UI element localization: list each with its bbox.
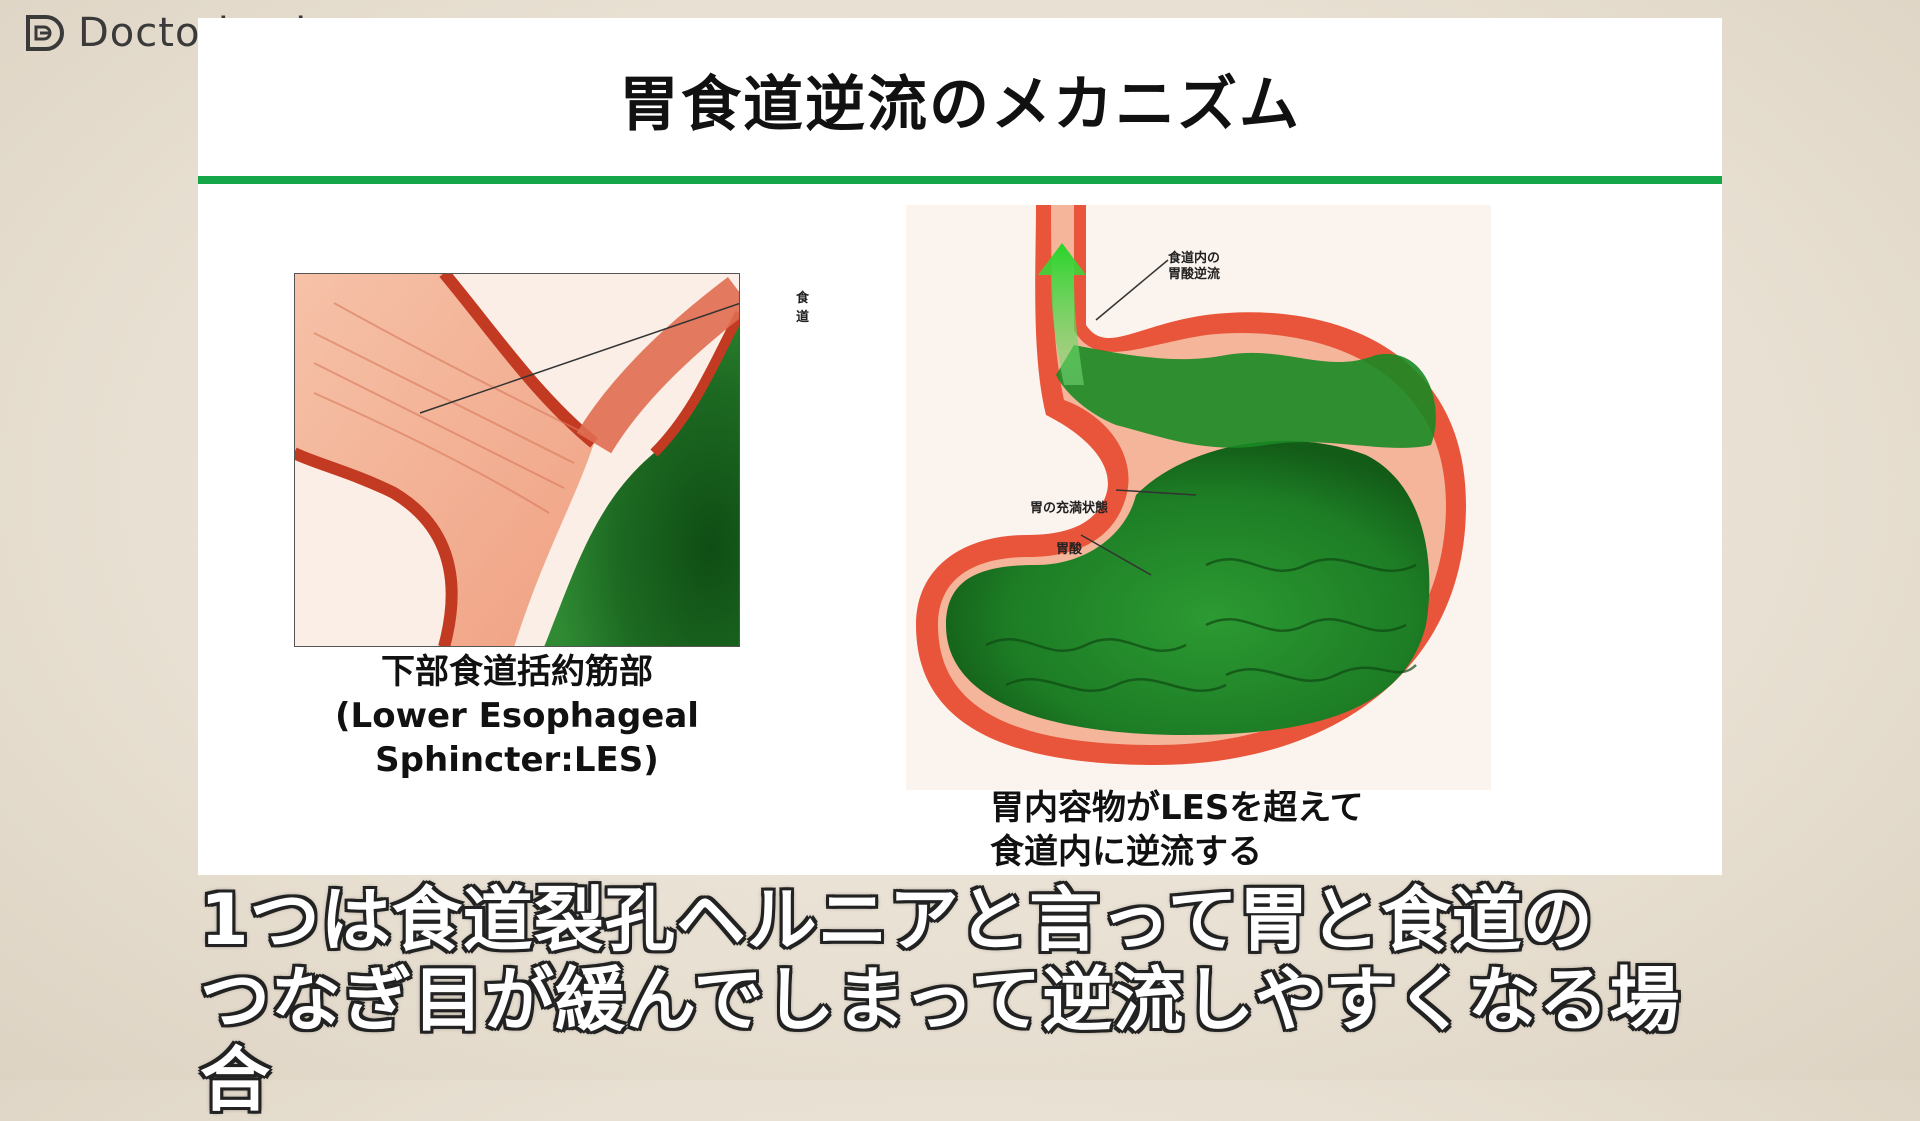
label-gastric-acid: 胃酸	[1056, 542, 1083, 557]
stomach-reflux-image	[906, 205, 1491, 790]
subtitle-line1: 1つは食道裂孔ヘルニアと言って胃と食道の	[200, 879, 1594, 961]
label-acid-reflux-line2: 胃酸逆流	[1168, 267, 1221, 282]
reflux-caption-line2: 食道内に逆流する	[990, 832, 1262, 872]
left-figure-caption: 下部食道括約筋部 (Lower Esophageal Sphincter:LES…	[294, 650, 740, 782]
video-subtitle: 1つは食道裂孔ヘルニアと言って胃と食道の つなぎ目が緩んでしまって逆流しやすくな…	[200, 880, 1740, 1120]
label-esophagus: 食道	[796, 291, 810, 325]
stomach-reflux-illustration: 食道内の 胃酸逆流 胃の充満状態 胃酸	[906, 205, 1491, 790]
doctorbook-logo-icon	[26, 15, 64, 51]
subtitle-line2: つなぎ目が緩んでしまって逆流しやすくなる場合	[200, 959, 1681, 1121]
label-acid-reflux: 食道内の 胃酸逆流	[1168, 251, 1220, 283]
les-caption-line2: (Lower Esophageal	[335, 696, 699, 736]
title-divider	[198, 176, 1722, 184]
label-stomach-full: 胃の充満状態	[1030, 501, 1109, 516]
les-caption-line1: 下部食道括約筋部	[381, 652, 653, 692]
label-acid-reflux-line1: 食道内の	[1168, 251, 1221, 266]
les-closeup-image	[291, 269, 771, 649]
les-closeup-illustration: 食道	[291, 269, 809, 649]
slide: 胃食道逆流のメカニズム	[198, 18, 1722, 875]
slide-title: 胃食道逆流のメカニズム	[619, 70, 1301, 140]
reflux-caption-line1: 胃内容物がLESを超えて	[990, 788, 1364, 828]
les-caption-line3: Sphincter:LES)	[375, 740, 659, 780]
right-figure-caption: 胃内容物がLESを超えて 食道内に逆流する	[990, 786, 1590, 874]
